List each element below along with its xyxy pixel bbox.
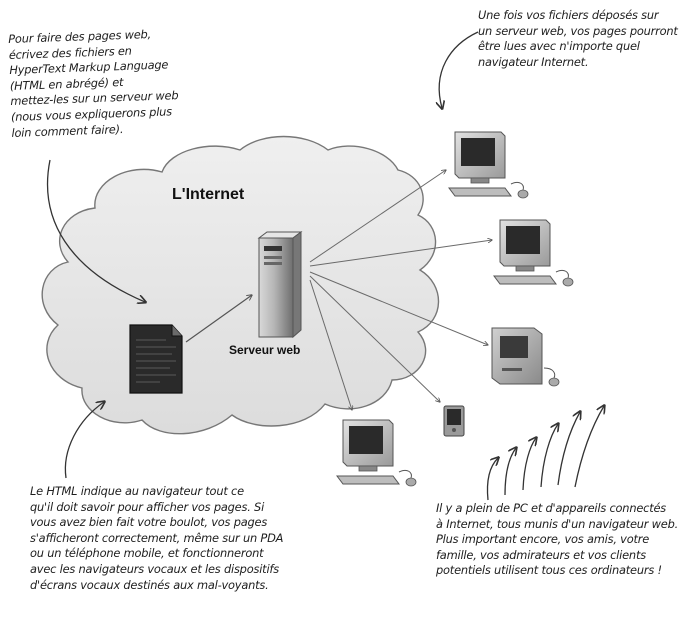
note-bottom-left: Le HTML indique au navigateur tout ce qu… [30, 484, 283, 593]
note-line: vous avez bien fait votre boulot, vos pa… [30, 515, 268, 530]
arrow-to-pc-1 [309, 170, 446, 263]
mac-computer-icon [491, 327, 560, 387]
note-line: Le HTML indique au navigateur tout ce [30, 484, 244, 498]
desktop-pc-1-icon [448, 131, 529, 199]
note-bottom-right: Il y a plein de PC et d'appareils connec… [436, 501, 678, 579]
pda-icon [443, 405, 465, 437]
note-line: à Internet, tous munis d'un navigateur w… [436, 516, 679, 531]
arrow-to-pda [309, 275, 440, 402]
note-line: Plus important encore, vos amis, votre [436, 532, 650, 547]
web-server-label: Serveur web [229, 343, 301, 357]
internet-cloud [41, 135, 440, 435]
note-top-right: Une fois vos fichiers déposés sur un ser… [478, 8, 678, 70]
desktop-pc-2-icon [493, 219, 574, 287]
note-line: ou un téléphone mobile, et fonctionneron… [30, 546, 264, 561]
annotation-arrow-bottom-left [64, 402, 104, 479]
distribution-arrows [309, 170, 492, 410]
arrow-to-pc-2 [309, 240, 492, 267]
note-line: potentiels utilisent tous ces ordinateur… [436, 563, 662, 578]
annotation-arrow-top-right [439, 31, 479, 108]
note-line: famille, vos admirateurs et vos clients [436, 547, 646, 562]
arrow-to-mac [309, 271, 488, 345]
note-line: Il y a plein de PC et d'appareils connec… [436, 501, 667, 515]
note-line: navigateur Internet. [478, 54, 589, 69]
note-line: d'écrans vocaux destinés aux mal-voyants… [30, 577, 269, 592]
note-top-left: Pour faire des pages web, écrivez des fi… [8, 26, 180, 141]
note-line: être lues avec n'importe quel [478, 39, 640, 54]
annotation-arrows-bottom-right [486, 406, 604, 501]
web-server-icon [257, 231, 303, 339]
upload-arrow [185, 295, 252, 343]
note-line: avec les navigateurs vocaux et les dispo… [30, 561, 279, 576]
internet-cloud-label: L'Internet [172, 186, 245, 203]
note-line: s'afficheront correctement, même sur un … [30, 530, 284, 545]
desktop-pc-3-icon [336, 419, 417, 487]
arrow-to-pc-3 [309, 279, 352, 410]
annotation-arrow-top-left [46, 159, 145, 302]
note-line: qu'il doit savoir pour afficher vos page… [30, 499, 265, 514]
html-document-icon [129, 324, 183, 394]
note-line: un serveur web, vos pages pourront [478, 23, 678, 38]
note-line: Une fois vos fichiers déposés sur [478, 8, 659, 22]
